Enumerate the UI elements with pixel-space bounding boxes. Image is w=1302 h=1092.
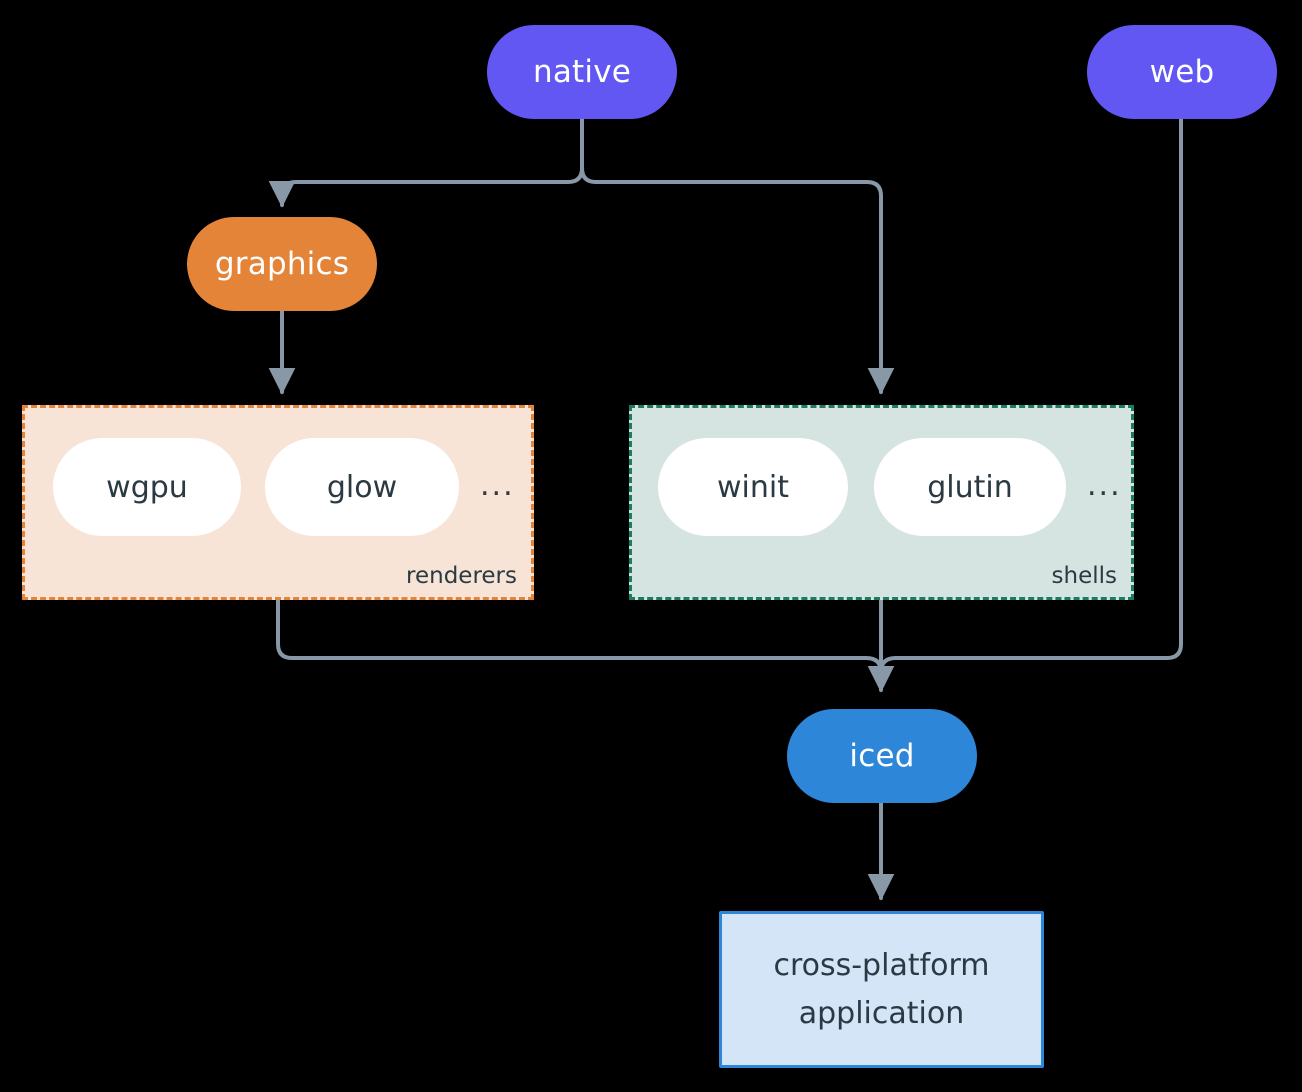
node-iced[interactable]: iced bbox=[787, 709, 977, 803]
edge-renderers-iced bbox=[276, 598, 868, 660]
node-application-label-line1: cross-platform bbox=[773, 947, 990, 983]
edge-split-right-join bbox=[580, 166, 598, 184]
renderers-more-ellipsis: ... bbox=[480, 468, 515, 503]
cluster-renderers: wgpu glow ... renderers bbox=[22, 405, 534, 600]
node-winit-label: winit bbox=[717, 469, 789, 505]
node-winit[interactable]: winit bbox=[658, 438, 848, 536]
node-glutin-label: glutin bbox=[927, 469, 1013, 505]
node-wgpu[interactable]: wgpu bbox=[53, 438, 241, 536]
edge-native-shells bbox=[594, 180, 895, 395]
node-native[interactable]: native bbox=[487, 25, 677, 119]
node-glow[interactable]: glow bbox=[265, 438, 459, 536]
node-glow-label: glow bbox=[326, 469, 398, 505]
node-iced-label: iced bbox=[849, 738, 915, 774]
node-wgpu-label: wgpu bbox=[106, 469, 188, 505]
node-glutin[interactable]: glutin bbox=[874, 438, 1066, 536]
node-native-label: native bbox=[532, 54, 632, 90]
node-graphics-label: graphics bbox=[214, 246, 350, 282]
cluster-shells: winit glutin ... shells bbox=[629, 405, 1134, 600]
node-graphics[interactable]: graphics bbox=[187, 217, 377, 311]
edge-merge-left bbox=[864, 656, 883, 674]
node-application[interactable]: cross-platform application bbox=[719, 911, 1044, 1068]
node-web-label: web bbox=[1149, 54, 1215, 90]
shells-more-ellipsis: ... bbox=[1087, 468, 1122, 503]
cluster-shells-label: shells bbox=[1051, 563, 1117, 589]
edge-native-graphics bbox=[268, 180, 570, 208]
edge-native-split bbox=[566, 117, 584, 184]
edge-merge-right bbox=[879, 656, 898, 674]
cluster-renderers-label: renderers bbox=[406, 563, 517, 589]
node-web[interactable]: web bbox=[1087, 25, 1277, 119]
node-application-label-line2: application bbox=[798, 995, 965, 1031]
